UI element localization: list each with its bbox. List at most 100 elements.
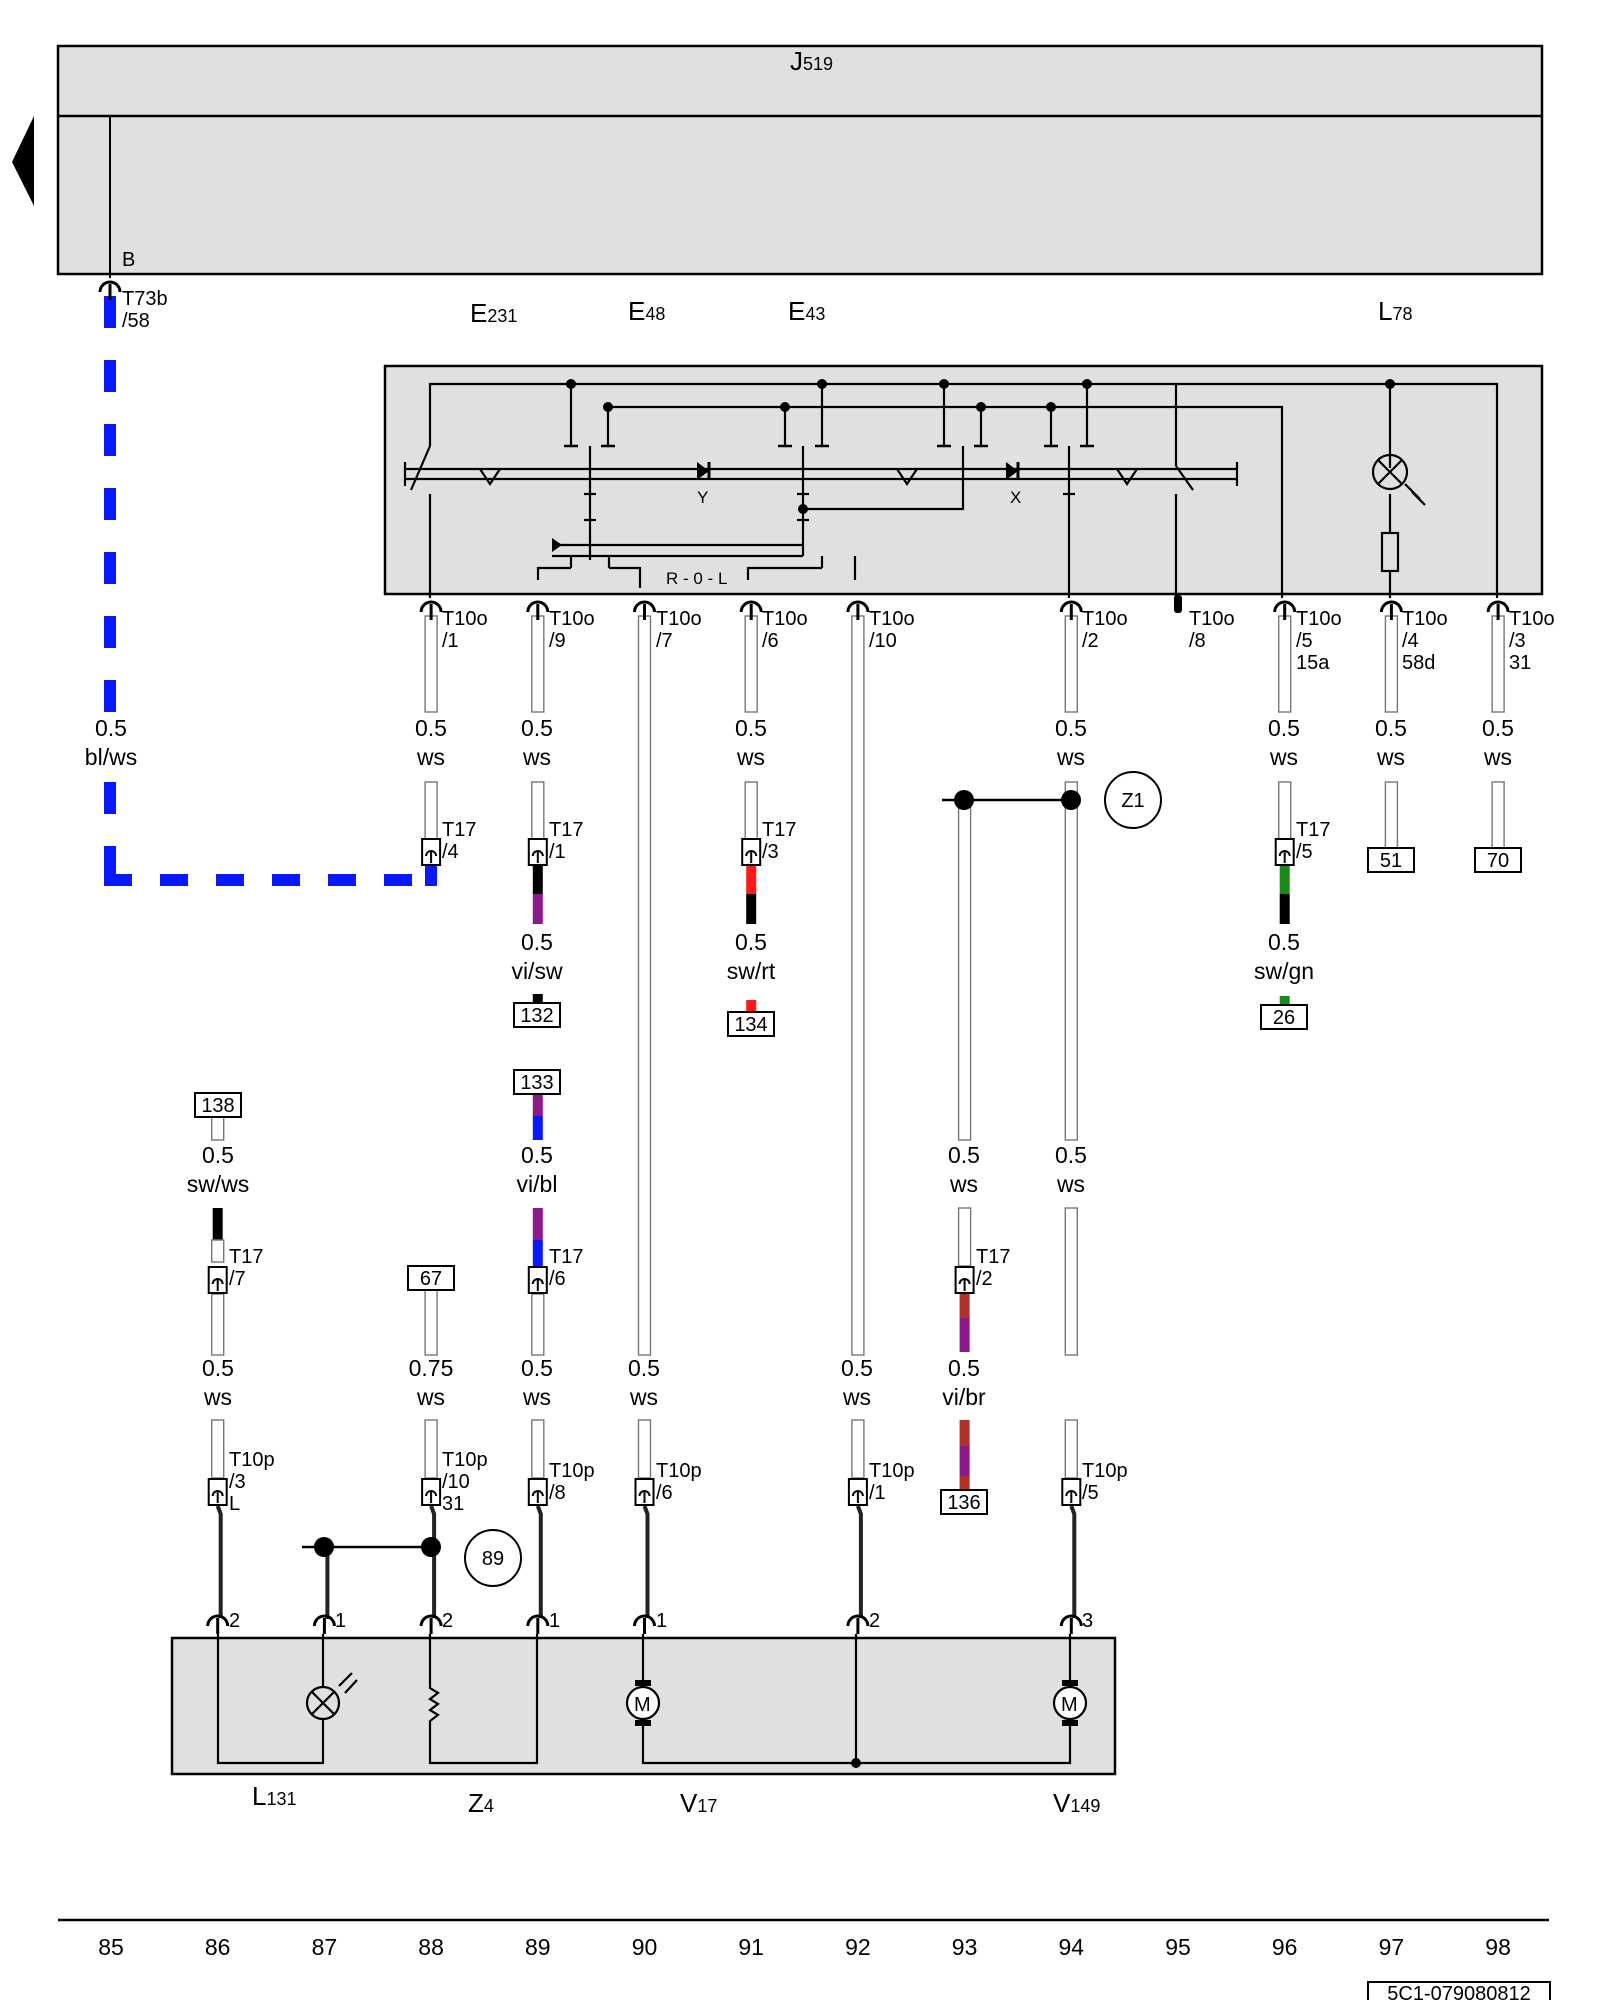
twisted-wire-90 (642, 1505, 650, 1618)
ref-box-136 (940, 1489, 988, 1515)
socket-t10o-94 (1059, 600, 1083, 620)
connector-t10p-86 (207, 1478, 228, 1506)
connector-t17-91 (741, 838, 762, 866)
pin-t10o-6: T10o/6 (762, 608, 808, 652)
l131-label: L131 (252, 1781, 297, 1811)
wire-89-upper (531, 615, 545, 713)
wire-98-upper (1491, 615, 1505, 713)
ref-box-51 (1367, 847, 1415, 873)
twisted-wire-87 (322, 1546, 330, 1619)
pin-t17-1: T17/1 (549, 819, 583, 863)
socket-bottom-90 (633, 1614, 656, 1634)
wire-89-mid (531, 781, 545, 841)
ref-box-70 (1474, 847, 1522, 873)
wire-88-bottom (424, 1419, 438, 1479)
page-continuation-arrow-icon[interactable] (12, 116, 34, 206)
pin-b-label: B (122, 249, 135, 271)
socket-t10o-97 (1379, 600, 1403, 620)
e48-label: E48 (628, 296, 665, 326)
ref-136: 136 (947, 1492, 980, 1514)
splice-89[interactable]: 89 (302, 1529, 522, 1587)
column-90: 90 (632, 1934, 658, 1960)
wire-96-upper (1277, 615, 1292, 713)
column-94: 94 (1059, 1934, 1085, 1960)
j519-label: J519 (790, 46, 833, 76)
e43-label: E43 (788, 296, 825, 326)
ref-51: 51 (1380, 850, 1402, 872)
column-98: 98 (1485, 1934, 1511, 1960)
wire-93-br-3 (959, 1476, 970, 1490)
wire-88-mid (424, 781, 438, 841)
reference-boxes[interactable]: 51 70 132 134 26 138 133 67 136 (194, 847, 1522, 1515)
wire-91-upper (744, 615, 758, 713)
z4-label: Z4 (468, 1788, 494, 1818)
wire-90-long (637, 615, 652, 1356)
wire-91-mid (744, 781, 758, 841)
wire-96-gn (1279, 866, 1290, 894)
wire-91-rt-stub (746, 1000, 757, 1012)
wire-89-vi (532, 894, 543, 924)
ref-70: 70 (1487, 850, 1509, 872)
pin-t73b: T73b/58 (122, 288, 168, 332)
wire-94-long (1064, 781, 1079, 1141)
motor-v17-icon: M (625, 1680, 661, 1726)
wire-89-sw (532, 866, 543, 894)
socket-bottom-89 (526, 1614, 550, 1634)
wire-91-sw (746, 894, 757, 924)
connector-t10p-94 (1061, 1478, 1082, 1506)
connector-t10p-89 (527, 1478, 548, 1506)
pin-t10p-1: T10p/1 (869, 1460, 915, 1504)
connector-t17-89 (527, 1266, 548, 1294)
wire-86-sw (212, 1208, 223, 1240)
connector-t17-96 (1274, 838, 1295, 866)
wire-86-top (210, 1116, 225, 1141)
wire-89-sw-stub (532, 994, 543, 1003)
ref-132: 132 (520, 1005, 553, 1027)
wire-85-bottom (104, 782, 116, 880)
splice-z1[interactable]: Z1 (942, 771, 1162, 829)
wire-94-upper (1064, 615, 1079, 713)
socket-t10o-98 (1486, 600, 1510, 620)
ref-133: 133 (520, 1072, 553, 1094)
column-86: 86 (205, 1934, 231, 1960)
wire-89-vi-stub (532, 1094, 543, 1116)
twisted-wire-92 (856, 1505, 863, 1618)
pin-t10o-1: T10o/1 (442, 608, 488, 652)
socket-t10o-91 (739, 600, 763, 620)
wire-89-bl-2 (532, 1240, 543, 1266)
column-92: 92 (845, 1934, 871, 1960)
connector-t10p-88 (421, 1478, 442, 1506)
pin-t10p-6: T10p/6 (656, 1460, 702, 1504)
column-96: 96 (1272, 1934, 1298, 1960)
twisted-wire-86 (215, 1505, 223, 1618)
pin-t10o-8: T10o/8 (1189, 608, 1235, 652)
pin-90: 1 (656, 1610, 667, 1632)
pin-t17-2: T17/2 (976, 1246, 1010, 1290)
column-85: 85 (98, 1934, 124, 1960)
socket-bottom-92 (846, 1614, 870, 1634)
twisted-wire-94 (1069, 1505, 1077, 1618)
ref-26: 26 (1273, 1007, 1295, 1029)
ref-box-138 (194, 1092, 242, 1118)
e231-label: E231 (470, 298, 517, 328)
column-93: 93 (952, 1934, 978, 1960)
switch-junctions (566, 379, 1395, 514)
wire-93-vi (959, 1318, 970, 1352)
socket-bottom-94 (1059, 1614, 1083, 1634)
twisted-wire-89 (535, 1505, 543, 1618)
wire-91-rt (746, 866, 757, 894)
socket-bottom-88 (419, 1614, 443, 1634)
wire-90-bottom (637, 1419, 652, 1479)
ref-box-133 (513, 1069, 561, 1095)
